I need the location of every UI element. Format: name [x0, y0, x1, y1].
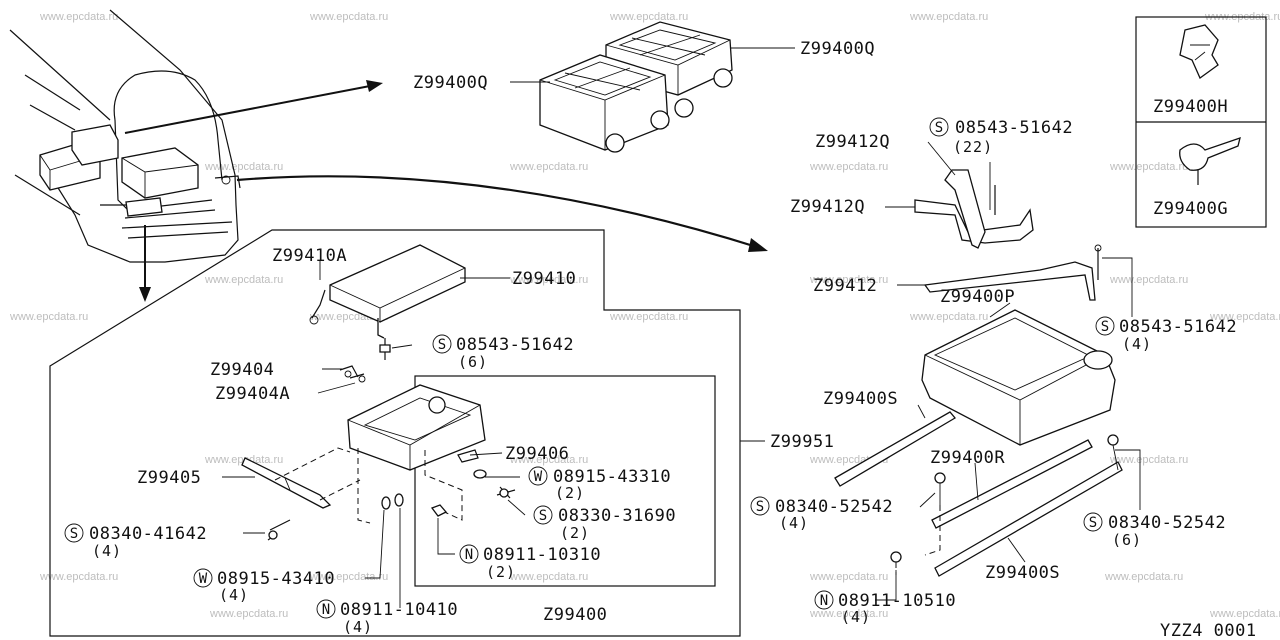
- part-label-z99412q: Z99412Q: [815, 132, 890, 152]
- prefix-w: W: [534, 469, 543, 485]
- part-label-z99410a: Z99410A: [272, 246, 347, 266]
- prefix-s: S: [1089, 515, 1097, 531]
- bolt-quantity: (6): [458, 353, 488, 371]
- bolt-part-number: 08543-51642: [955, 118, 1073, 138]
- clip-inset-box: [1135, 16, 1267, 228]
- prefix-s: S: [756, 499, 764, 515]
- nut-quantity: (2): [486, 563, 516, 581]
- watermark: www.epcdata.ru: [609, 11, 688, 23]
- bolt-part-number: 08340-52542: [1108, 513, 1226, 533]
- bolt-quantity: (4): [1122, 335, 1152, 353]
- watermark: www.epcdata.ru: [1209, 311, 1280, 323]
- part-label-z99412q: Z99412Q: [790, 197, 865, 217]
- part-label-z99400g: Z99400G: [1153, 199, 1228, 219]
- nut-part-number: 08911-10510: [838, 591, 956, 611]
- prefix-markers: S S S S N S W S S N W N: [64, 117, 1115, 619]
- part-label-z99400s: Z99400S: [823, 389, 898, 409]
- watermark: www.epcdata.ru: [309, 11, 388, 23]
- prefix-n: N: [820, 593, 828, 609]
- watermark: www.epcdata.ru: [809, 571, 888, 583]
- bolt-part-number: 08340-41642: [89, 524, 207, 544]
- bolt-quantity: (4): [92, 542, 122, 560]
- bolt-part-number: 08543-51642: [1119, 317, 1237, 337]
- watermark: www.epcdata.ru: [509, 161, 588, 173]
- watermark: www.epcdata.ru: [39, 571, 118, 583]
- watermark: www.epcdata.ru: [509, 571, 588, 583]
- watermark: www.epcdata.ru: [1104, 571, 1183, 583]
- part-labels: Z99400Q Z99400Q Z99400H Z99400G Z99412Q …: [89, 39, 1257, 640]
- nut-quantity: (4): [343, 618, 373, 636]
- bolt-part-number: 08340-52542: [775, 497, 893, 517]
- prefix-s: S: [539, 508, 547, 524]
- vehicle-rear-illustration: [9, 9, 241, 263]
- part-label-z99404: Z99404: [210, 360, 274, 380]
- prefix-s: S: [70, 526, 78, 542]
- watermarks: www.epcdata.ru www.epcdata.ru www.epcdat…: [9, 11, 1280, 620]
- watermark: www.epcdata.ru: [809, 274, 888, 286]
- watermark: www.epcdata.ru: [1209, 608, 1280, 620]
- prefix-s: S: [438, 337, 446, 353]
- watermark: www.epcdata.ru: [1109, 274, 1188, 286]
- prefix-s: S: [935, 120, 943, 136]
- bolt-quantity: (2): [560, 524, 590, 542]
- watermark: www.epcdata.ru: [809, 608, 888, 620]
- bolt-part-number: 08543-51642: [456, 335, 574, 355]
- storage-organizer-illustration: [539, 21, 733, 153]
- watermark: www.epcdata.ru: [309, 571, 388, 583]
- part-label-z99400r: Z99400R: [930, 448, 1005, 468]
- tank-assembly-illustration: [834, 169, 1123, 577]
- part-label-z99400q: Z99400Q: [800, 39, 875, 59]
- watermark: www.epcdata.ru: [209, 608, 288, 620]
- part-label-z99400p: Z99400P: [940, 287, 1015, 307]
- nut-part-number: 08911-10410: [340, 600, 458, 620]
- watermark: www.epcdata.ru: [204, 161, 283, 173]
- bolt-quantity: (22): [953, 138, 993, 156]
- nut-part-number: 08911-10310: [483, 545, 601, 565]
- bolt-quantity: (4): [779, 514, 809, 532]
- part-label-z99951: Z99951: [770, 432, 834, 452]
- figure-code: YZZ4 0001: [1160, 621, 1257, 640]
- part-label-z99404a: Z99404A: [215, 384, 290, 404]
- part-label-z99405: Z99405: [137, 468, 201, 488]
- watermark: www.epcdata.ru: [909, 11, 988, 23]
- watermark: www.epcdata.ru: [609, 311, 688, 323]
- prefix-n: N: [465, 547, 473, 563]
- watermark: www.epcdata.ru: [1109, 454, 1188, 466]
- watermark: www.epcdata.ru: [9, 311, 88, 323]
- console-tray-illustration: [241, 244, 516, 541]
- watermark: www.epcdata.ru: [1109, 161, 1188, 173]
- nut-quantity: (4): [841, 608, 871, 626]
- washer-part-number: 08915-43410: [217, 569, 335, 589]
- watermark: www.epcdata.ru: [204, 274, 283, 286]
- washer-part-number: 08915-43310: [553, 467, 671, 487]
- bolt-part-number: 08330-31690: [558, 506, 676, 526]
- leader-lines: [222, 47, 1141, 608]
- pointer-arrows: [124, 80, 768, 302]
- prefix-n: N: [322, 602, 330, 618]
- detail-frame: [49, 229, 741, 637]
- part-label-z99410: Z99410: [512, 269, 576, 289]
- prefix-s: S: [1101, 319, 1109, 335]
- washer-quantity: (4): [219, 586, 249, 604]
- watermark: www.epcdata.ru: [909, 311, 988, 323]
- bolt-quantity: (6): [1112, 531, 1142, 549]
- part-label-z99400h: Z99400H: [1153, 97, 1228, 117]
- part-label-z99400: Z99400: [543, 605, 607, 625]
- watermark: www.epcdata.ru: [809, 161, 888, 173]
- watermark: www.epcdata.ru: [509, 274, 588, 286]
- part-label-z99400q: Z99400Q: [413, 73, 488, 93]
- washer-quantity: (2): [555, 484, 585, 502]
- part-label-z99406: Z99406: [505, 444, 569, 464]
- prefix-w: W: [199, 571, 208, 587]
- watermark: www.epcdata.ru: [39, 11, 118, 23]
- part-label-z99412: Z99412: [813, 276, 877, 296]
- part-label-z99400s: Z99400S: [985, 563, 1060, 583]
- watermark: www.epcdata.ru: [509, 454, 588, 466]
